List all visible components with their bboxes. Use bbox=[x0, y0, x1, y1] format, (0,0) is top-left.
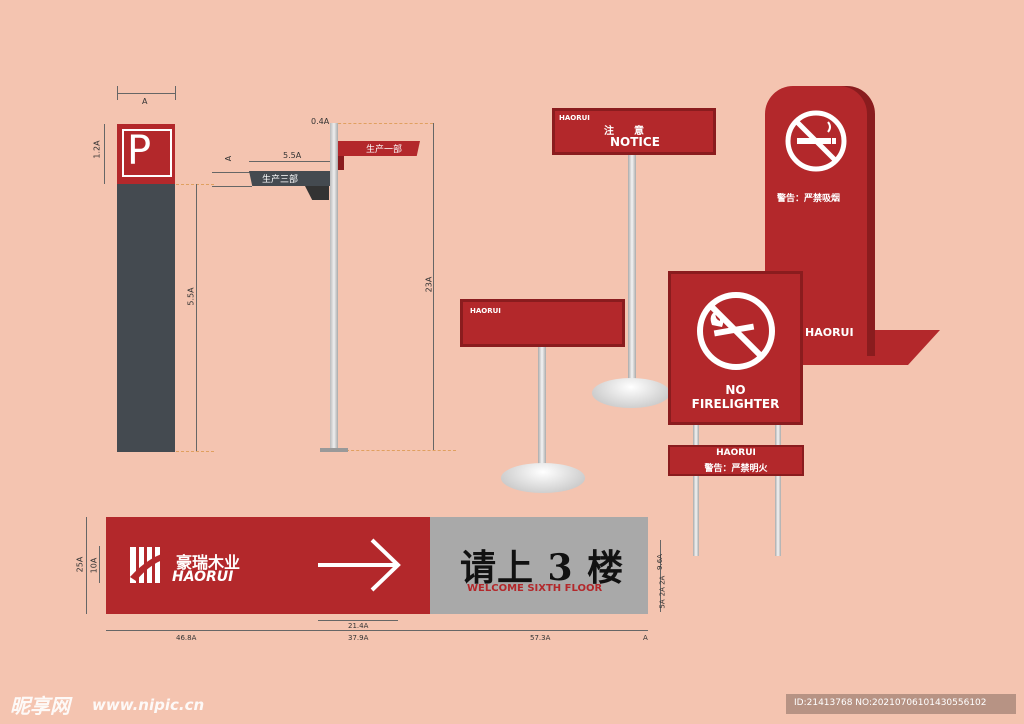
dim-line bbox=[104, 124, 105, 184]
arm-sign-1-label: 生产一部 bbox=[366, 145, 403, 155]
dim-line bbox=[346, 450, 456, 451]
dim-label: 9.6A bbox=[655, 554, 664, 570]
arm-sign-1: 生产一部 bbox=[338, 141, 420, 156]
dim-label: 57.3A bbox=[530, 634, 551, 642]
watermark-id-box: ID:21413768 NO:20210706101430556102 bbox=[786, 694, 1016, 714]
fire-warning: 警告：严禁明火 bbox=[704, 464, 768, 474]
logo-cn: 豪瑞木业 bbox=[176, 553, 241, 572]
dim-label: 5.5A bbox=[283, 151, 302, 160]
notice-base bbox=[592, 378, 670, 408]
dim-tick bbox=[175, 86, 176, 100]
floor-main-text: 请上 3 楼 bbox=[460, 547, 625, 589]
dim-label: 10A bbox=[89, 557, 99, 574]
nosmoking-brand: HAORUI bbox=[805, 326, 854, 339]
dim-label: 5.5A bbox=[186, 287, 196, 306]
wall-sign-grey-panel: 请上 3 楼 WELCOME SIXTH FLOOR bbox=[430, 517, 648, 614]
dim-label: 1.2A bbox=[92, 140, 102, 159]
arm-sign-2: 生产三部 bbox=[249, 171, 330, 186]
fire-line2: FIRELIGHTER bbox=[691, 397, 780, 411]
dim-label: A bbox=[142, 97, 148, 106]
watermark-url: www.nipic.cn bbox=[92, 696, 205, 714]
dim-tick bbox=[117, 86, 118, 100]
parking-body bbox=[117, 184, 175, 452]
notice-en: NOTICE bbox=[610, 135, 660, 149]
wall-sign-red-panel: 豪瑞木业 HAORUI bbox=[106, 517, 430, 614]
small-pole bbox=[538, 347, 546, 472]
small-base bbox=[501, 463, 585, 493]
dim-label: 0.4A bbox=[311, 117, 330, 126]
nosmoking-body: 警告：严禁吸烟 HAORUI bbox=[765, 86, 867, 356]
watermark-site-cn: 昵享网 bbox=[10, 694, 70, 718]
dim-line bbox=[249, 161, 333, 162]
dim-line bbox=[176, 184, 214, 185]
notice-cn: 注 意 bbox=[604, 126, 644, 137]
dim-label: A bbox=[643, 634, 648, 642]
notice-pole bbox=[628, 155, 636, 385]
logo-en: HAORUI bbox=[172, 569, 234, 585]
post-pole bbox=[330, 123, 338, 449]
fire-pole-right bbox=[775, 425, 781, 556]
haorui-logo-icon bbox=[130, 547, 172, 583]
fire-pole-left bbox=[693, 425, 699, 556]
floor-sub-text: WELCOME SIXTH FLOOR bbox=[467, 583, 603, 594]
no-smoking-icon bbox=[785, 110, 847, 172]
arm-sign-1-shadow bbox=[338, 156, 344, 170]
dim-label: 5A bbox=[658, 599, 667, 609]
dim-label: 25A bbox=[75, 556, 85, 573]
dim-line bbox=[660, 540, 661, 612]
notice-brand: HAORUI bbox=[559, 114, 590, 122]
dim-line bbox=[117, 93, 175, 94]
dim-label: 2A 2A bbox=[658, 575, 667, 597]
watermark-id: ID:21413768 NO:20210706101430556102 bbox=[794, 698, 987, 708]
dim-line bbox=[433, 123, 434, 450]
dim-line bbox=[333, 123, 433, 124]
arm-sign-2-label: 生产三部 bbox=[262, 175, 299, 185]
arm-sign-2-shadow bbox=[305, 186, 329, 200]
dim-line bbox=[99, 546, 100, 583]
notice-board: HAORUI 注 意 NOTICE bbox=[552, 108, 716, 155]
small-board: HAORUI bbox=[460, 299, 625, 347]
small-brand: HAORUI bbox=[470, 307, 501, 315]
dim-line bbox=[196, 184, 197, 451]
post-base bbox=[320, 448, 348, 452]
dim-line bbox=[318, 620, 398, 621]
dim-line bbox=[86, 517, 87, 614]
dim-label: 46.8A bbox=[176, 634, 197, 642]
parking-head: P bbox=[117, 124, 175, 184]
dim-label: 21.4A bbox=[348, 622, 369, 630]
fire-board: NO FIRELIGHTER bbox=[668, 271, 803, 425]
dim-label: 37.9A bbox=[348, 634, 369, 642]
dim-line bbox=[212, 172, 252, 173]
no-fire-icon bbox=[697, 292, 775, 370]
arrow-right-icon bbox=[318, 538, 401, 592]
parking-letter: P bbox=[127, 128, 152, 174]
dim-label: 23A bbox=[424, 276, 434, 293]
dim-line bbox=[212, 186, 252, 187]
dim-line bbox=[106, 630, 648, 631]
fire-brand: HAORUI bbox=[716, 448, 756, 458]
fire-plate: HAORUI 警告：严禁明火 bbox=[668, 445, 804, 476]
dim-line bbox=[176, 451, 214, 452]
nosmoking-warning: 警告：严禁吸烟 bbox=[777, 194, 841, 204]
fire-line1: NO bbox=[725, 383, 746, 397]
dim-label: A bbox=[224, 155, 234, 162]
